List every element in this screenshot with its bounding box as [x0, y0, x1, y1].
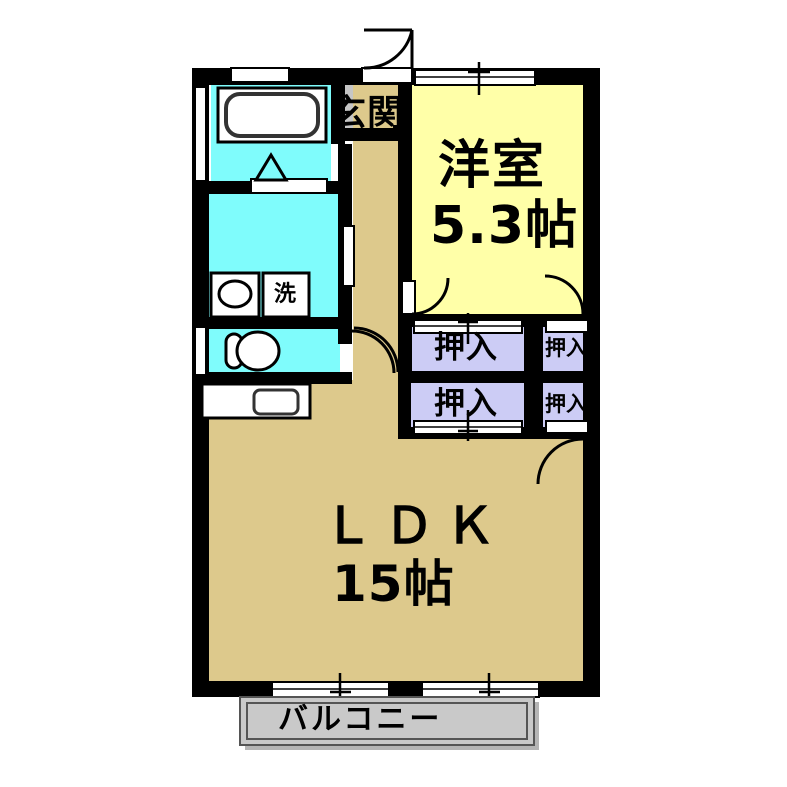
bedroom-door-swing: [411, 277, 450, 316]
window-bath-west: [194, 86, 207, 182]
entrance-door-frame: [361, 67, 413, 84]
toilet-door-swing: [351, 329, 396, 374]
window-toilet-west: [194, 326, 207, 376]
washbasin-icon: [209, 271, 261, 319]
windows-group: [194, 62, 589, 706]
door-bedroom-opening: [401, 280, 416, 315]
wall-closet-divider: [524, 314, 543, 439]
closet-upper-right-doors: [545, 319, 589, 333]
wall-east: [583, 68, 600, 697]
balcony-floor: [239, 696, 535, 746]
ldk-door-swing: [536, 437, 584, 485]
door-washroom-opening: [250, 178, 328, 194]
closet-upper-left-doors: [413, 313, 523, 344]
washer-space-icon: [261, 271, 311, 319]
door-swings: [351, 28, 585, 485]
entrance-door-swing: [363, 29, 414, 70]
wall-washroom-south: [205, 317, 352, 329]
bedroom-door2-swing: [544, 274, 585, 315]
window-bath-north: [230, 67, 290, 83]
closet-lower-left-doors: [413, 410, 523, 441]
kitchen-sink-icon: [200, 382, 312, 420]
bedroom-floor: [410, 84, 586, 314]
window-bedroom-north: [414, 62, 536, 95]
wall-closet-west: [398, 314, 411, 439]
hallway-ldk-door-swing: [353, 326, 400, 373]
bathtub-icon: [216, 86, 328, 144]
balcony-inner-line: [246, 702, 528, 740]
fixtures-group: [200, 86, 328, 420]
window-hall-east: [342, 225, 355, 287]
toilet-icon: [224, 330, 281, 372]
bath-step-icon: [253, 152, 289, 182]
wall-closet-mid: [398, 371, 586, 383]
balcony-group: [239, 696, 539, 750]
wall-genkan-south: [331, 128, 403, 141]
wall-toilet-south: [205, 372, 352, 384]
closet-lower-right-doors: [545, 420, 589, 434]
